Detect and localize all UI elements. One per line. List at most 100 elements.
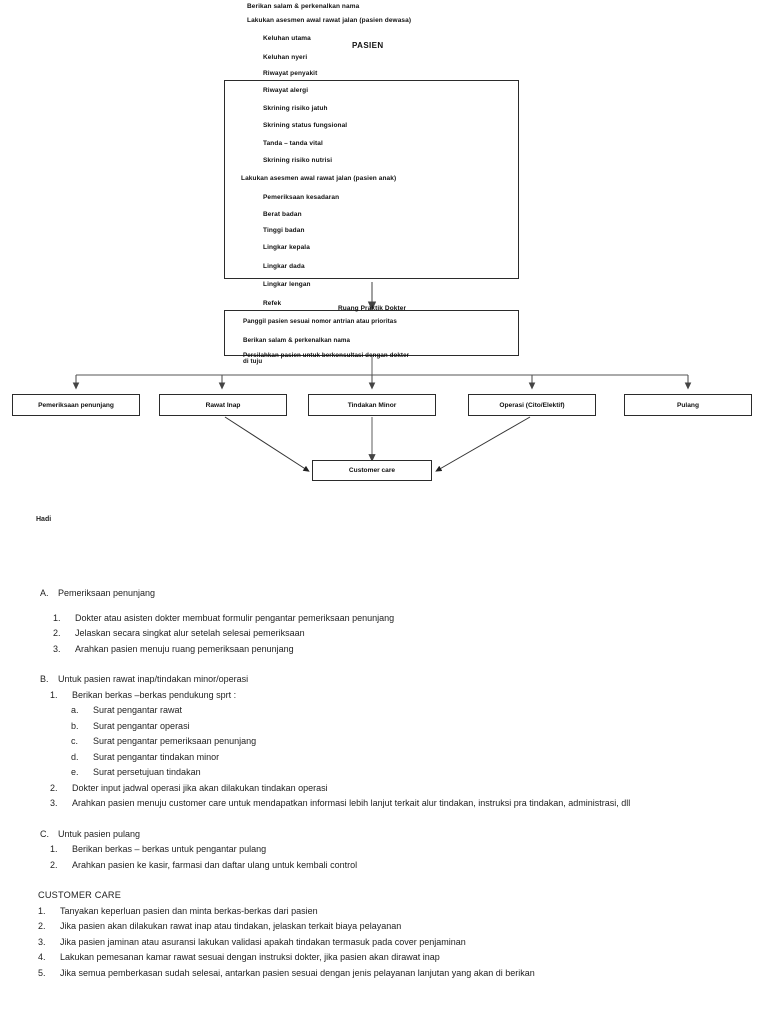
- sub-list-text: Surat pengantar pemeriksaan penunjang: [93, 736, 257, 746]
- signature-text: Hadi: [36, 516, 52, 523]
- outcome-box-pemeriksaan-penunjang[interactable]: Pemeriksaan penunjang: [12, 394, 140, 416]
- section-marker: B.: [40, 674, 49, 684]
- list-text: Arahkan pasien ke kasir, farmasi dan daf…: [72, 859, 358, 870]
- assessment-item: Berat badan: [263, 211, 302, 218]
- outcome-box-tindakan-minor[interactable]: Tindakan Minor: [308, 394, 436, 416]
- list-marker: 1.: [53, 612, 61, 623]
- list-item: 2. Jelaskan secara singkat alur setelah …: [0, 626, 768, 642]
- list-text: Arahkan pasien menuju ruang pemeriksaan …: [75, 643, 294, 654]
- customer-care-box[interactable]: Customer care: [312, 460, 432, 481]
- list-item: 1. Berikan berkas –berkas pendukung sprt…: [0, 688, 768, 704]
- section-title: Untuk pasien pulang: [58, 828, 141, 839]
- outcome-box-pulang[interactable]: Pulang: [624, 394, 752, 416]
- assessment-item: Tanda – tanda vital: [263, 140, 323, 147]
- sub-list-item: c. Surat pengantar pemeriksaan penunjang: [0, 734, 768, 750]
- assessment-item: Skrining risiko nutrisi: [263, 157, 333, 164]
- sub-list-marker: a.: [71, 705, 79, 715]
- list-item: 2. Jika pasien akan dilakukan rawat inap…: [0, 919, 768, 935]
- outcome-box-label: Rawat Inap: [205, 401, 241, 409]
- sub-list-item: e. Surat persetujuan tindakan: [0, 765, 768, 781]
- sub-list-marker: e.: [71, 767, 79, 777]
- doctor-room-line: di tuju: [243, 358, 263, 365]
- list-item: 5. Jika semua pemberkasan sudah selesai,…: [0, 966, 768, 982]
- sub-list-item: b. Surat pengantar operasi: [0, 719, 768, 735]
- section-a: A. Pemeriksaan penunjang 1. Dokter atau …: [0, 586, 768, 657]
- list-text: Dokter input jadwal operasi jika akan di…: [72, 782, 328, 793]
- list-text: Berikan berkas –berkas pendukung sprt :: [72, 689, 237, 700]
- outcome-box-operasi[interactable]: Operasi (Cito/Elektif): [468, 394, 596, 416]
- list-item: 3. Arahkan pasien menuju ruang pemeriksa…: [0, 642, 768, 658]
- flow-header-line: Berikan salam & perkenalkan nama: [247, 3, 360, 10]
- list-item: 1. Dokter atau asisten dokter membuat fo…: [0, 611, 768, 627]
- assessment-item: Riwayat alergi: [263, 87, 309, 94]
- list-marker: 1.: [50, 844, 58, 854]
- doctor-room-title: Ruang Praktik Dokter: [338, 305, 407, 312]
- list-text: Dokter atau asisten dokter membuat formu…: [75, 612, 395, 623]
- doctor-room-box: [224, 310, 519, 356]
- assessment-item: Riwayat penyakit: [263, 70, 318, 77]
- list-marker: 1.: [50, 689, 58, 700]
- list-item: 3. Jika pasien jaminan atau asuransi lak…: [0, 935, 768, 951]
- assessment-item: Lingkar kepala: [263, 244, 310, 251]
- procedure-text: A. Pemeriksaan penunjang 1. Dokter atau …: [0, 586, 768, 981]
- assessment-item: Tinggi badan: [263, 227, 305, 234]
- list-item: 2. Dokter input jadwal operasi jika akan…: [0, 781, 768, 797]
- flow-header-line: Lakukan asesmen awal rawat jalan (pasien…: [247, 17, 412, 24]
- customer-care-heading: CUSTOMER CARE: [38, 890, 122, 900]
- list-text: Jika semua pemberkasan sudah selesai, an…: [60, 967, 535, 978]
- list-text: Arahkan pasien menuju customer care untu…: [72, 798, 631, 808]
- list-marker: 3.: [50, 798, 58, 808]
- doctor-room-line: Panggil pasien sesuai nomor antrian atau…: [243, 318, 397, 325]
- outcome-box-label: Tindakan Minor: [347, 401, 397, 409]
- pasien-label: PASIEN: [352, 41, 384, 50]
- customer-care-box-label: Customer care: [348, 467, 396, 474]
- list-item: 4. Lakukan pemesanan kamar rawat sesuai …: [0, 950, 768, 966]
- list-text: Lakukan pemesanan kamar rawat sesuai den…: [60, 952, 440, 962]
- outcome-box-label: Operasi (Cito/Elektif): [499, 401, 565, 409]
- section-heading: C. Untuk pasien pulang: [0, 827, 768, 843]
- section-heading: A. Pemeriksaan penunjang: [0, 586, 768, 602]
- list-marker: 2.: [38, 921, 46, 931]
- sub-list-text: Surat persetujuan tindakan: [93, 767, 201, 777]
- assessment-item: Pemeriksaan kesadaran: [263, 194, 340, 201]
- sub-list-text: Surat pengantar tindakan minor: [93, 751, 220, 762]
- list-marker: 4.: [38, 952, 46, 962]
- list-marker: 3.: [38, 936, 46, 947]
- section-marker: C.: [40, 828, 49, 839]
- doctor-room-line: Persilahkan pasien untuk berkonsultasi d…: [243, 352, 410, 359]
- sub-list-marker: c.: [71, 736, 79, 746]
- list-marker: 2.: [53, 628, 61, 638]
- section-c: C. Untuk pasien pulang 1. Berikan berkas…: [0, 827, 768, 874]
- assessment-section-title: Lakukan asesmen awal rawat jalan (pasien…: [241, 175, 397, 182]
- assessment-item: Skrining status fungsional: [263, 122, 348, 129]
- section-b: B. Untuk pasien rawat inap/tindakan mino…: [0, 672, 768, 812]
- section-marker: A.: [40, 588, 49, 598]
- list-marker: 1.: [38, 905, 46, 916]
- list-item: 1. Tanyakan keperluan pasien dan minta b…: [0, 904, 768, 920]
- list-item: 2. Arahkan pasien ke kasir, farmasi dan …: [0, 858, 768, 874]
- list-text: Berikan berkas – berkas untuk pengantar …: [72, 844, 267, 854]
- patient-flow-diagram: Berikan salam & perkenalkan nama Lakukan…: [12, 3, 752, 523]
- outcome-box-rawat-inap[interactable]: Rawat Inap: [159, 394, 287, 416]
- section-heading: B. Untuk pasien rawat inap/tindakan mino…: [0, 672, 768, 688]
- list-text: Tanyakan keperluan pasien dan minta berk…: [60, 905, 318, 916]
- sub-list-text: Surat pengantar rawat: [93, 705, 183, 715]
- section-title: Pemeriksaan penunjang: [58, 588, 156, 598]
- list-item: 1. Berikan berkas – berkas untuk pengant…: [0, 842, 768, 858]
- section-customer-care: CUSTOMER CARE 1. Tanyakan keperluan pasi…: [0, 888, 768, 981]
- outcome-box-label: Pulang: [677, 401, 699, 409]
- list-marker: 2.: [50, 859, 58, 870]
- sub-list-item: d. Surat pengantar tindakan minor: [0, 750, 768, 766]
- assessment-item: Keluhan nyeri: [263, 54, 308, 61]
- list-marker: 5.: [38, 967, 46, 978]
- sub-list-marker: d.: [71, 751, 79, 762]
- list-text: Jelaskan secara singkat alur setelah sel…: [75, 628, 305, 638]
- sub-list-marker: b.: [71, 720, 79, 731]
- assessment-item: Lingkar lengan: [263, 281, 311, 288]
- list-item: 3. Arahkan pasien menuju customer care u…: [0, 796, 768, 812]
- list-text: Jika pasien jaminan atau asuransi lakuka…: [60, 936, 466, 947]
- list-text: Jika pasien akan dilakukan rawat inap at…: [60, 921, 402, 931]
- sub-list-text: Surat pengantar operasi: [93, 720, 190, 731]
- list-marker: 3.: [53, 643, 61, 654]
- assessment-item: Keluhan utama: [263, 35, 311, 42]
